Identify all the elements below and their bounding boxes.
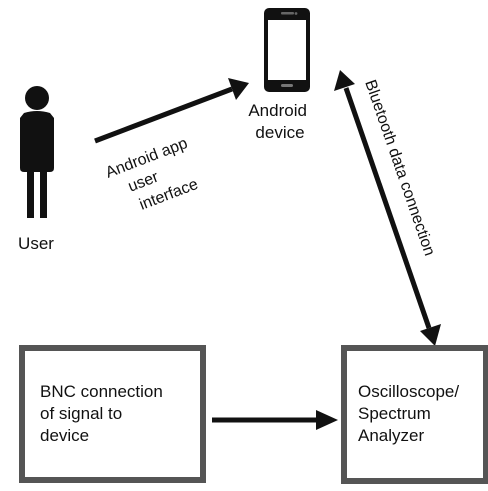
oscilloscope-label: Oscilloscope/ Spectrum Analyzer: [358, 382, 464, 445]
arrow-bnc-to-scope: [212, 410, 338, 430]
android-label-line-2: device: [255, 123, 304, 142]
bnc-connection-box: [19, 345, 206, 483]
android-device-label: Android device: [248, 101, 311, 142]
android-label-line-1: Android: [248, 101, 307, 120]
bnc-label-line-3: device: [40, 426, 89, 445]
user-label: User: [18, 234, 54, 253]
oscilloscope-box: [341, 345, 488, 484]
smartphone-icon: [264, 8, 310, 92]
arrow-bluetooth: [334, 70, 441, 346]
bnc-label-line-1: BNC connection: [40, 382, 163, 401]
scope-label-line-3: Analyzer: [358, 426, 424, 445]
bnc-label: BNC connection of signal to device: [40, 382, 168, 445]
person-icon: [20, 86, 54, 218]
scope-label-line-1: Oscilloscope/: [358, 382, 459, 401]
arrow-user-to-android: [94, 78, 249, 144]
android-app-ui-label: Android app user interface: [103, 133, 209, 221]
bnc-label-line-2: of signal to: [40, 404, 122, 423]
scope-label-line-2: Spectrum: [358, 404, 431, 423]
